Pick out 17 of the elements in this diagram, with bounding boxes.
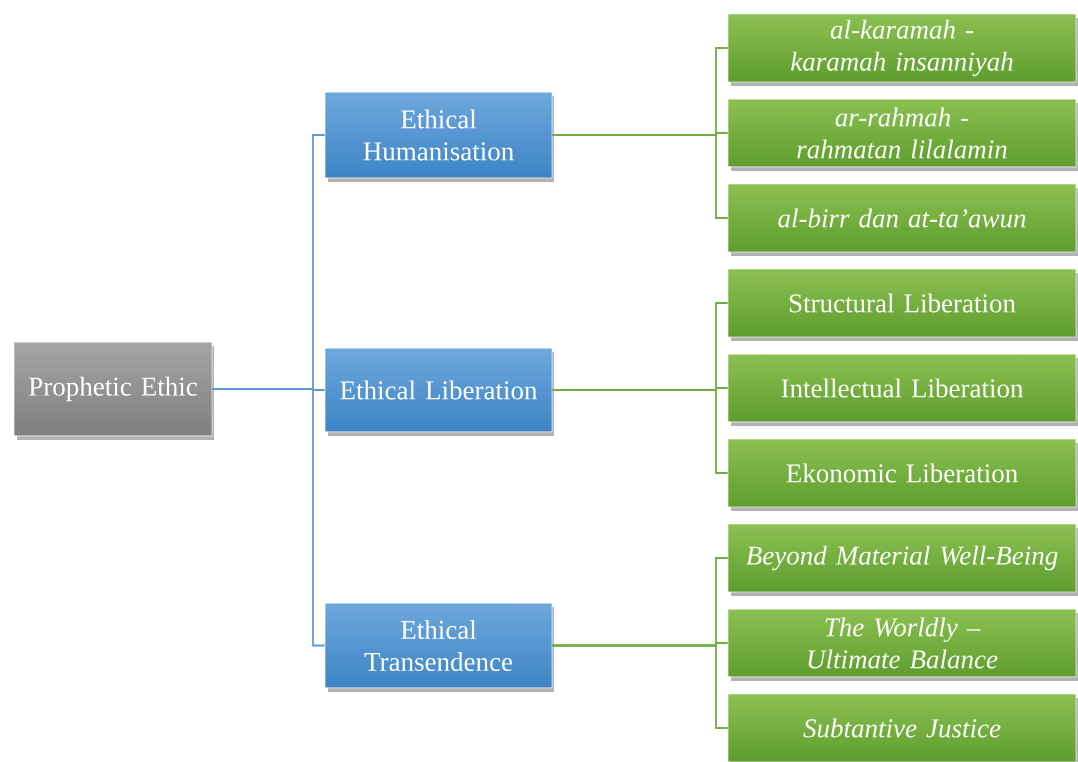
connector xyxy=(551,134,729,219)
category-box: Ethical Transendence xyxy=(324,602,554,692)
item-box: The Worldly – Ultimate Balance xyxy=(727,608,1078,681)
connector xyxy=(551,644,729,729)
item-box: al-birr dan at-ta’awun xyxy=(727,183,1078,256)
item-box: Beyond Material Well-Being xyxy=(727,523,1078,596)
root-box: Prophetic Ethic xyxy=(13,341,214,440)
item-box: Structural Liberation xyxy=(727,268,1078,341)
connector xyxy=(211,388,326,647)
category-box: Ethical Humanisation xyxy=(324,91,554,182)
connector xyxy=(551,389,729,474)
item-box: ar-rahmah - rahmatan lilalamin xyxy=(727,98,1078,171)
category-box: Ethical Liberation xyxy=(324,347,554,436)
item-box: Ekonomic Liberation xyxy=(727,438,1078,511)
item-box: Intellectual Liberation xyxy=(727,353,1078,426)
item-box: al-karamah - karamah insanniyah xyxy=(727,13,1078,86)
item-box: Subtantive Justice xyxy=(727,693,1078,762)
